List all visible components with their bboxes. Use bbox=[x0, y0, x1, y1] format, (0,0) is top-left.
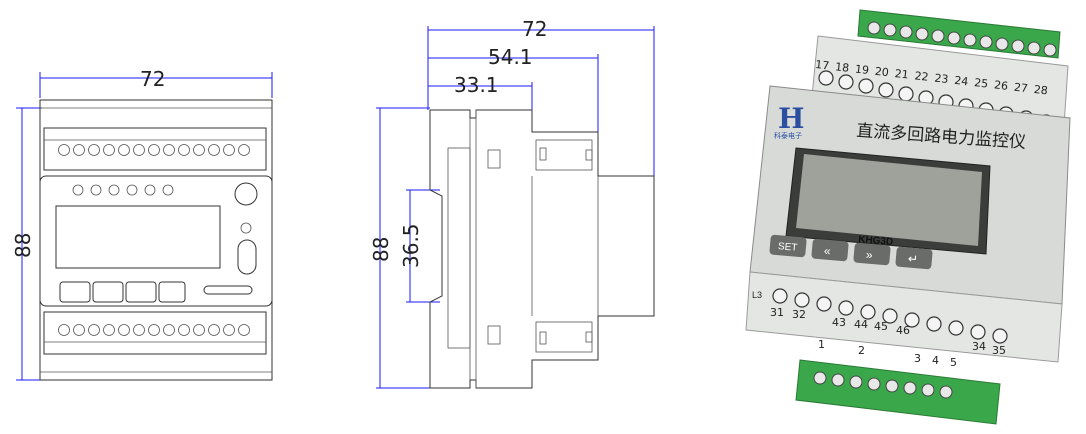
front-indicator bbox=[240, 222, 252, 234]
terminal-number: 35 bbox=[992, 344, 1006, 357]
product-photo: H 科泰电子 直流多回路电力监控仪 KHG3D SET « » ↵ L3 bbox=[745, 9, 1071, 425]
terminal-number: 31 bbox=[770, 306, 784, 319]
bottom-terminal-strip bbox=[795, 359, 1001, 425]
lower-terminal-housing bbox=[745, 271, 1063, 363]
terminal-number: 32 bbox=[792, 308, 806, 321]
terminal-number: 23 bbox=[933, 71, 950, 87]
front-top-terminal-block bbox=[43, 127, 267, 171]
front-panel bbox=[39, 175, 273, 307]
enter-button bbox=[895, 246, 933, 270]
side-mid-dim: 54.1 bbox=[488, 45, 533, 69]
front-led-row bbox=[72, 184, 174, 196]
position-number: 2 bbox=[858, 344, 865, 357]
side-rail-channel bbox=[447, 147, 471, 349]
side-inner-dim: 33.1 bbox=[454, 73, 499, 97]
terminal-number: 44 bbox=[854, 318, 868, 331]
side-housing-outline bbox=[429, 109, 655, 389]
terminal-number: 22 bbox=[913, 69, 930, 84]
lower-terminal-screws bbox=[772, 288, 1008, 344]
front-button-2 bbox=[92, 281, 124, 303]
terminal-number: 20 bbox=[874, 64, 890, 80]
bottom-terminal-numbers: 31 32 43 44 45 46 34 35 bbox=[770, 306, 1030, 357]
lcd-screen bbox=[796, 154, 982, 246]
front-top-screws bbox=[58, 144, 250, 156]
front-width-dim: 72 bbox=[140, 67, 165, 91]
terminal-number: 26 bbox=[993, 78, 1009, 93]
terminal-number: 34 bbox=[972, 340, 986, 353]
side-mark: L3 bbox=[752, 290, 762, 300]
brand-sub: 科泰电子 bbox=[774, 131, 802, 140]
side-rail-dim: 36.5 bbox=[399, 223, 423, 268]
svg-text:↵: ↵ bbox=[907, 251, 918, 266]
terminal-number: 19 bbox=[854, 62, 870, 78]
side-width-dim: 72 bbox=[522, 17, 547, 41]
left-button bbox=[811, 238, 849, 262]
set-button bbox=[769, 234, 807, 258]
side-clip-top bbox=[487, 149, 501, 169]
front-buttons: SET « » ↵ bbox=[769, 234, 933, 270]
svg-text:SET: SET bbox=[777, 241, 797, 254]
terminal-number: 21 bbox=[894, 67, 910, 82]
position-number: 4 bbox=[932, 354, 939, 367]
front-label-slot bbox=[203, 285, 253, 295]
lower-position-numbers: 1 2 3 4 5 bbox=[818, 338, 978, 369]
top-terminal-screws bbox=[867, 21, 1057, 57]
position-number: 5 bbox=[950, 356, 957, 369]
side-view: 72 54.1 33.1 88 36.5 bbox=[369, 17, 655, 389]
front-slot bbox=[237, 239, 257, 275]
position-number: 1 bbox=[818, 338, 825, 351]
front-view: 72 88 bbox=[11, 67, 273, 381]
terminal-number: 45 bbox=[874, 320, 888, 333]
front-button-4 bbox=[158, 281, 186, 303]
terminal-number: 18 bbox=[834, 60, 850, 75]
terminal-number: 25 bbox=[973, 76, 989, 91]
front-display-window bbox=[55, 205, 221, 269]
front-button-1 bbox=[59, 281, 91, 303]
brand-logo: H bbox=[778, 102, 804, 135]
front-button-3 bbox=[125, 281, 157, 303]
side-terminal-top bbox=[535, 139, 593, 171]
side-terminal-bottom bbox=[535, 321, 593, 353]
front-bottom-screws bbox=[58, 324, 250, 336]
terminal-number: 28 bbox=[1033, 82, 1049, 98]
terminal-number: 46 bbox=[896, 324, 910, 337]
side-clip-bottom bbox=[487, 325, 501, 345]
side-height-dim: 88 bbox=[369, 237, 393, 262]
front-knob bbox=[234, 182, 258, 206]
terminal-number: 27 bbox=[1013, 80, 1029, 96]
bottom-terminal-screws bbox=[813, 371, 953, 399]
front-height-dim: 88 bbox=[11, 233, 35, 258]
front-bottom-terminal-block bbox=[43, 311, 267, 355]
terminal-number: 24 bbox=[953, 73, 970, 89]
terminal-number: 43 bbox=[832, 316, 846, 329]
terminal-number: 17 bbox=[814, 58, 830, 73]
svg-text:«: « bbox=[823, 243, 831, 258]
front-housing bbox=[39, 99, 273, 381]
position-number: 3 bbox=[914, 352, 921, 365]
up-button bbox=[853, 242, 891, 266]
svg-text:»: » bbox=[865, 247, 873, 262]
